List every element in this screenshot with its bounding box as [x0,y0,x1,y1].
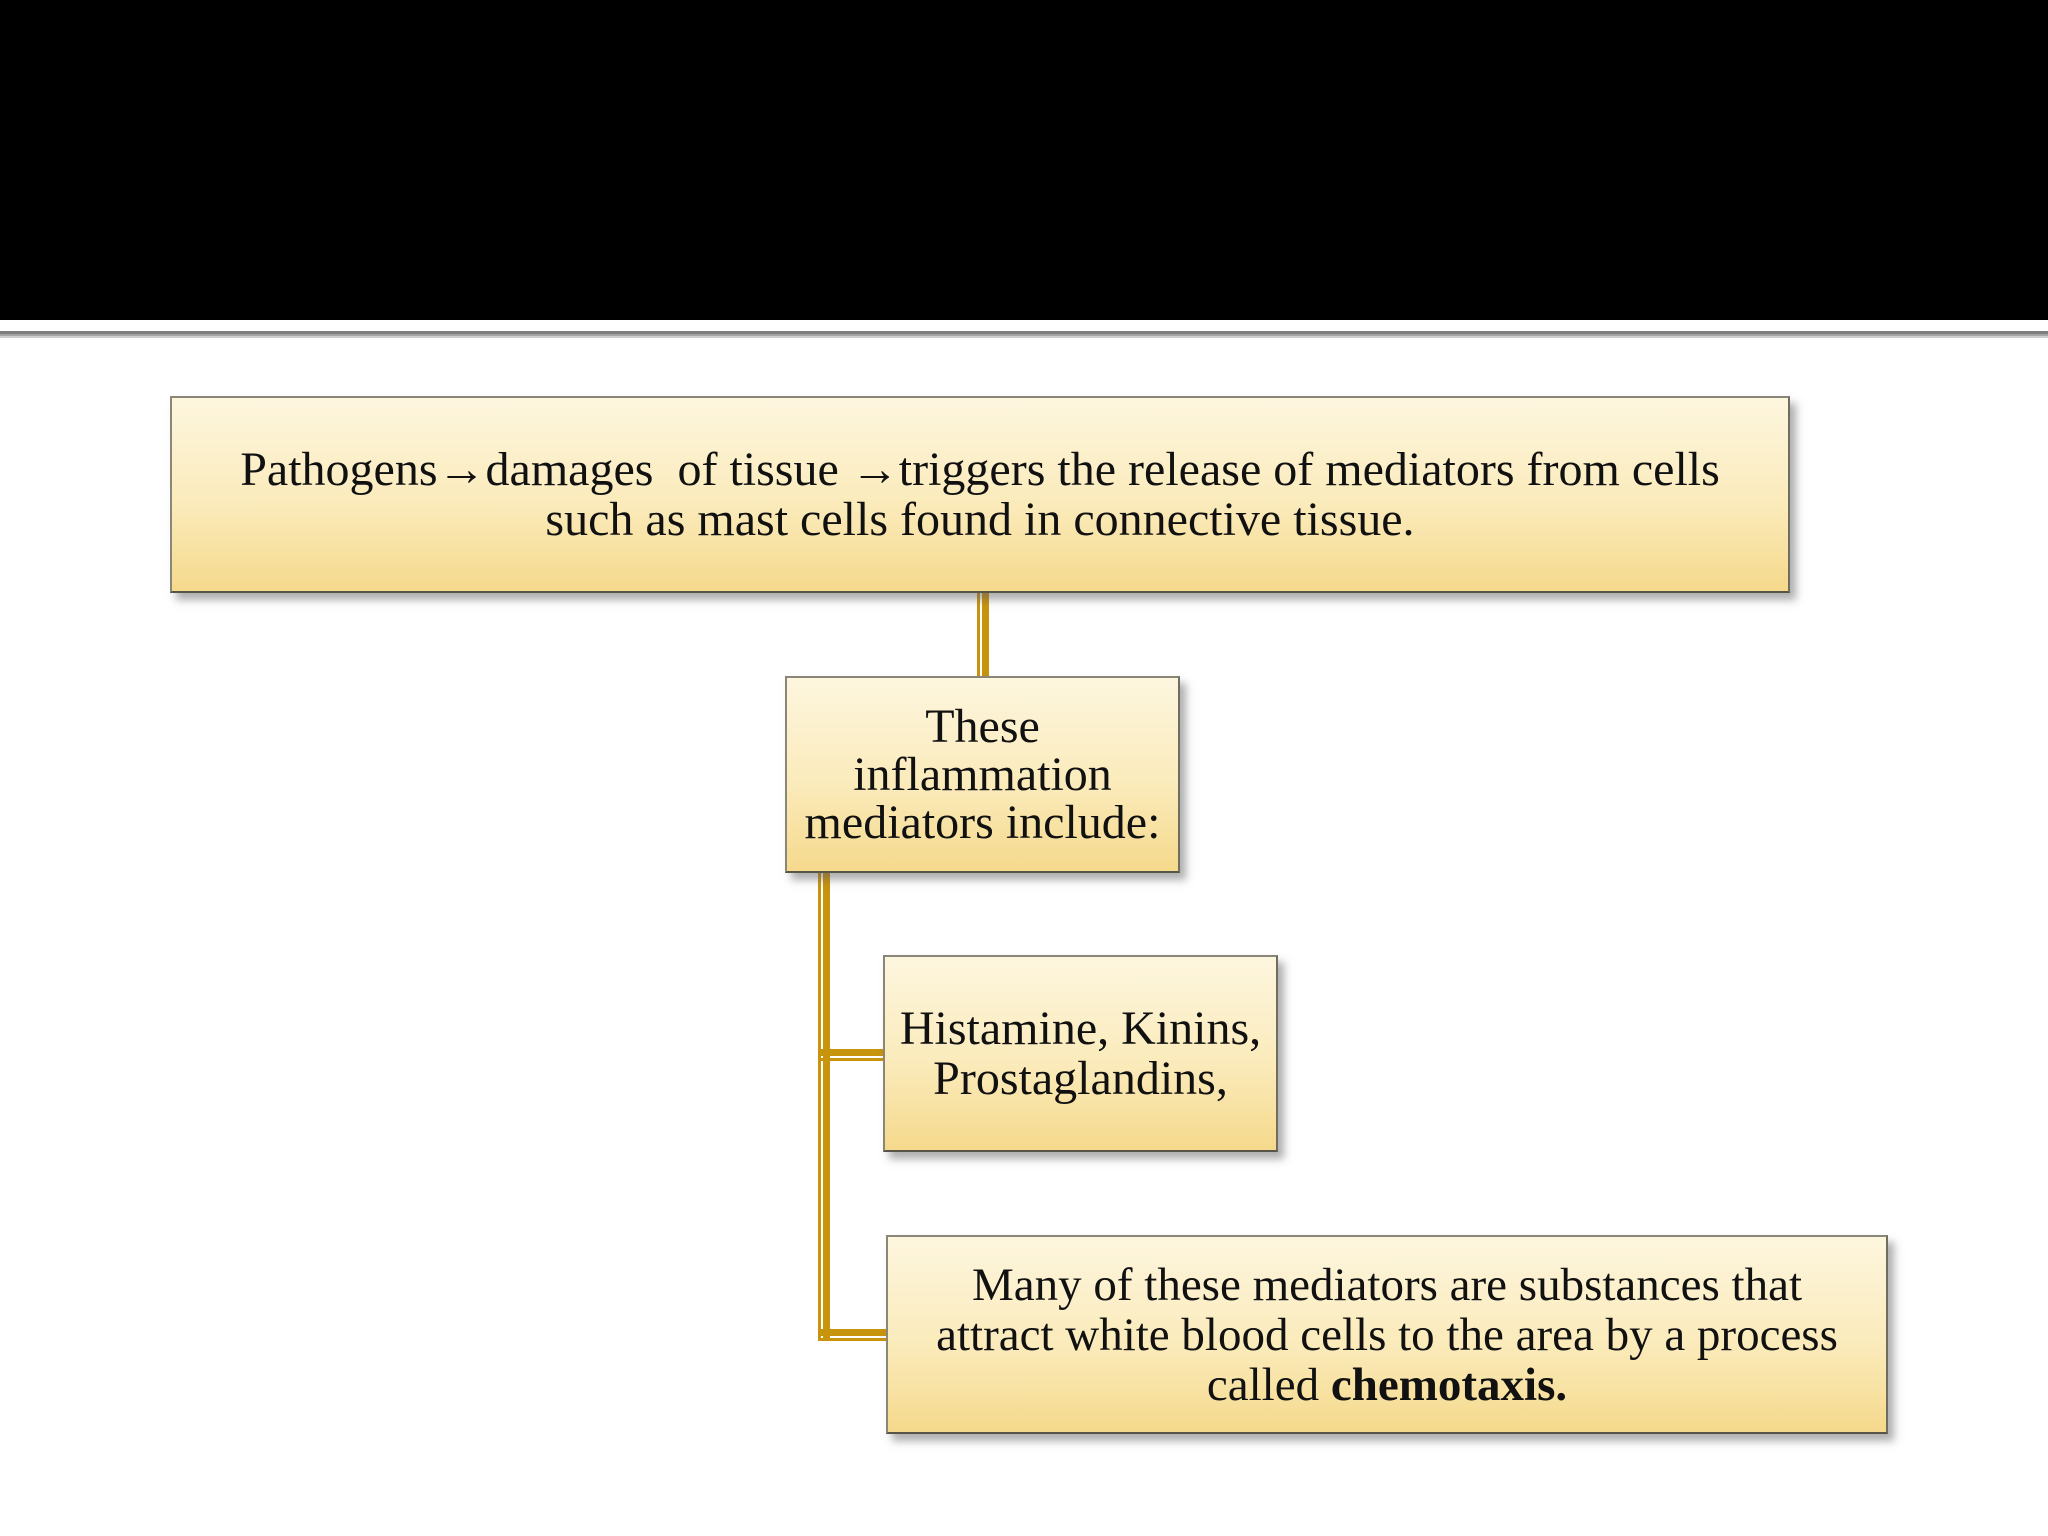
slide-divider-rule [0,331,2048,338]
connector-branch-chemotaxis [818,1329,888,1341]
flow-box-mediators-include-line2: inflammation [853,747,1112,801]
flow-box-histamine-line1: Histamine, Kinins, [899,1001,1262,1055]
flow-box-histamine-line2: Prostaglandins, [933,1051,1228,1105]
flow-box-mediators-include: These inflammation mediators include: [785,676,1180,873]
flow-box-chemotaxis-line2: attract white blood cells to the area by… [936,1308,1838,1361]
flow-box-chemotaxis-keyword: chemotaxis. [1330,1358,1568,1411]
flow-box-mediators-include-line1: These [925,699,1040,753]
flow-box-pathogens-line2: such as mast cells found in connective t… [545,492,1415,546]
flow-box-chemotaxis-line3-prefix: called [1206,1358,1331,1411]
flow-box-pathogens: Pathogens→damages of tissue →triggers th… [170,396,1790,593]
slide-title-band [0,0,2048,320]
flow-box-chemotaxis-line1: Many of these mediators are substances t… [971,1258,1803,1311]
connector-middle-stem [818,873,830,1340]
connector-top-to-middle [977,593,989,680]
flow-box-histamine: Histamine, Kinins, Prostaglandins, [883,955,1278,1152]
flow-box-chemotaxis: Many of these mediators are substances t… [886,1235,1888,1434]
connector-branch-histamine [818,1049,885,1061]
flow-box-pathogens-line1: Pathogens→damages of tissue →triggers th… [240,442,1720,496]
flow-box-mediators-include-line3: mediators include: [804,795,1161,849]
flow-box-chemotaxis-line3: called chemotaxis. [1207,1360,1567,1410]
